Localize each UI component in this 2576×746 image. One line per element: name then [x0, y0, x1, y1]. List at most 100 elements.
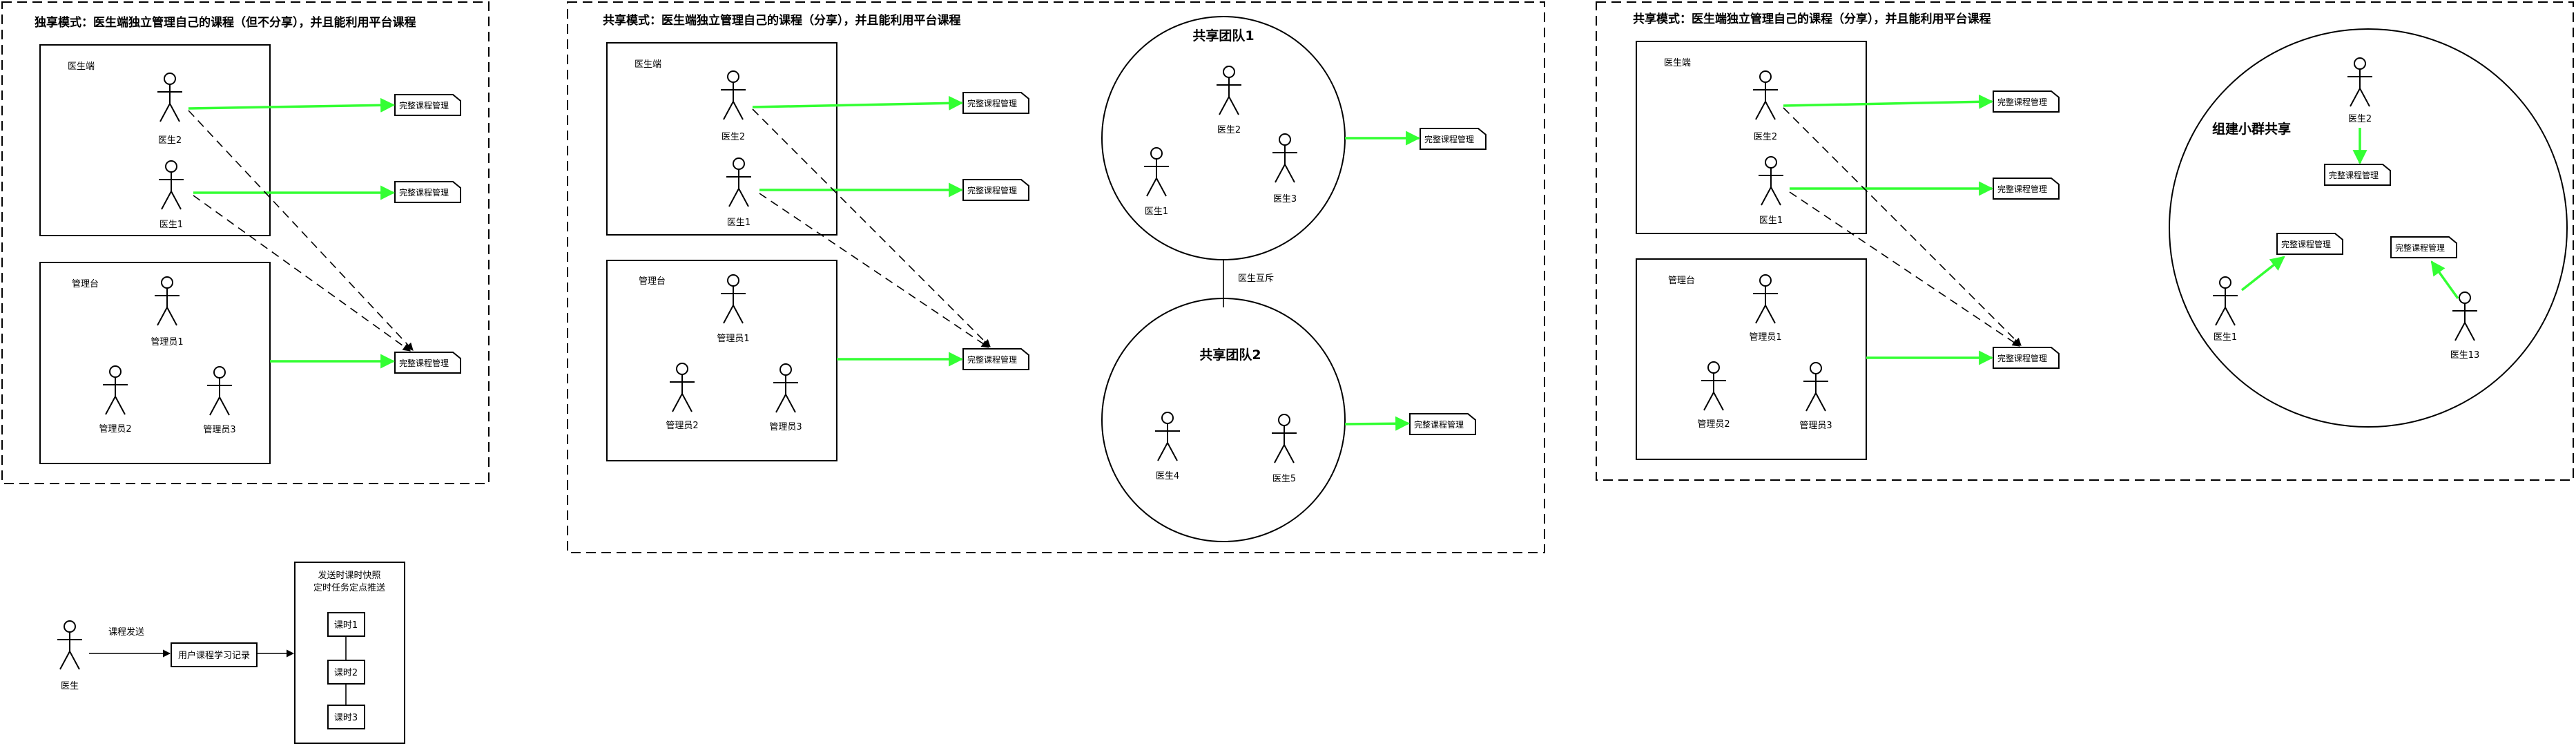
svg-text:完整课程管理: 完整课程管理: [399, 358, 449, 368]
doctor2-label: 医生2: [722, 132, 745, 142]
panel-shared-border: [567, 1, 1545, 553]
mutual-label: 医生互斥: [1238, 274, 1274, 284]
doctor-side-box: [39, 44, 271, 236]
shared-team2-circle: [1101, 298, 1346, 542]
admin3-actor-icon: [1803, 362, 1829, 412]
course-note-p1-a: 完整课程管理: [394, 94, 461, 116]
admin1-label: 管理员1: [151, 337, 183, 347]
dashed-p3-doctor2: [1783, 107, 2022, 346]
doctor2-label: 医生2: [158, 135, 182, 146]
svg-text:完整课程管理: 完整课程管理: [2395, 242, 2445, 253]
lesson3-box: [327, 705, 365, 729]
admin1-label: 管理员1: [1749, 332, 1781, 343]
course-note-p3-a: 完整课程管理: [1993, 90, 2060, 113]
svg-text:完整课程管理: 完整课程管理: [2281, 239, 2331, 249]
small-group-title: 组建小群共享: [2212, 121, 2291, 137]
doctor2-actor-icon: [157, 73, 183, 122]
team1-title: 共享团队1: [1192, 28, 1254, 44]
admin3-label: 管理员3: [1799, 421, 1832, 431]
panel-exclusive-border: [1, 1, 490, 484]
doctor1-actor-icon: [2212, 276, 2238, 326]
svg-text:完整课程管理: 完整课程管理: [967, 98, 1017, 108]
course-send-flow: 医生 课程发送 用户课程学习记录 发送时课时快照 定时任务定点推送 课时1 课时…: [57, 562, 405, 744]
arrow-p1-doctor2: [188, 97, 396, 113]
svg-text:完整课程管理: 完整课程管理: [967, 185, 1017, 195]
schedule-line2: 定时任务定点推送: [313, 582, 385, 593]
doctor5-actor-icon: [1271, 414, 1297, 463]
doctor5-label: 医生5: [1272, 474, 1296, 484]
small-group-circle: [2169, 28, 2568, 428]
course-note-team1: 完整课程管理: [1420, 128, 1486, 150]
user-record-box: [171, 642, 258, 667]
dashed-p3-doctor1: [1789, 191, 2020, 347]
lesson3-label: 课时3: [334, 713, 358, 723]
team2-title: 共享团队2: [1199, 347, 1261, 363]
schedule-box: [294, 562, 405, 744]
course-note-p1-c: 完整课程管理: [394, 352, 461, 374]
admin3-label: 管理员3: [769, 422, 802, 432]
admin2-actor-icon: [1701, 361, 1727, 411]
course-note-p1-b: 完整课程管理: [394, 181, 461, 203]
lesson2-label: 课时2: [334, 668, 358, 678]
doctor1-label: 医生1: [727, 218, 750, 228]
doctor2-actor-icon: [1752, 70, 1779, 120]
admin1-actor-icon: [1752, 274, 1779, 324]
svg-text:完整课程管理: 完整课程管理: [1414, 419, 1464, 430]
schedule-line1: 发送时课时快照: [318, 570, 380, 581]
dashed-p1-doctor2: [188, 110, 414, 351]
doctor4-label: 医生4: [1156, 471, 1179, 481]
doctor-side-label: 医生端: [635, 59, 661, 70]
doctor3-label: 医生3: [1273, 194, 1297, 204]
course-note-p3-b: 完整课程管理: [1993, 178, 2060, 200]
doctor1-actor-icon: [158, 160, 184, 210]
doctor1-label: 医生1: [159, 220, 183, 230]
doctor1-actor-icon: [1143, 147, 1170, 197]
doctor1-actor-icon: [726, 157, 752, 207]
doctor-side-label: 医生端: [1664, 58, 1691, 68]
course-note-p2-b: 完整课程管理: [962, 179, 1029, 201]
svg-text:完整课程管理: 完整课程管理: [2329, 170, 2379, 180]
lesson1-label: 课时1: [334, 620, 358, 631]
shared-team1-circle: [1101, 16, 1346, 260]
course-note-group-top: 完整课程管理: [2324, 164, 2391, 186]
dashed-p1-doctor1: [193, 195, 411, 352]
arrow-team2: [1344, 416, 1411, 431]
doctor4-actor-icon: [1154, 412, 1181, 461]
admin3-label: 管理员3: [203, 425, 235, 435]
doctor2-label: 医生2: [1754, 132, 1777, 142]
doctor13-label: 医生13: [2450, 350, 2480, 361]
admin-side-label: 管理台: [639, 276, 666, 287]
svg-text:完整课程管理: 完整课程管理: [1997, 184, 2047, 194]
course-note-p2-a: 完整课程管理: [962, 92, 1029, 114]
doctor2-label: 医生2: [1217, 125, 1241, 135]
doctor-side-label: 医生端: [68, 61, 95, 72]
svg-text:完整课程管理: 完整课程管理: [1997, 97, 2047, 107]
svg-text:完整课程管理: 完整课程管理: [399, 100, 449, 111]
doctor1-label: 医生1: [1759, 216, 1783, 226]
course-note-group-left: 完整课程管理: [2276, 233, 2343, 255]
admin1-actor-icon: [720, 274, 746, 324]
arrow-group-doctor13: [2430, 260, 2459, 300]
arrow-p2-doctor2: [752, 95, 964, 111]
doctor2-actor-icon: [1216, 66, 1242, 115]
doctor1-label: 医生1: [1145, 207, 1168, 217]
admin3-actor-icon: [206, 366, 233, 416]
admin2-label: 管理员2: [99, 424, 131, 434]
panel-shared-group-title: 共享模式：医生端独立管理自己的课程（分享），并且能利用平台课程: [1633, 12, 1991, 26]
panel-shared-group-border: [1596, 1, 2574, 481]
panel-shared-title: 共享模式：医生端独立管理自己的课程（分享），并且能利用平台课程: [603, 13, 961, 28]
admin2-actor-icon: [669, 363, 695, 412]
user-record-label: 用户课程学习记录: [178, 650, 250, 661]
doctor3-actor-icon: [1272, 133, 1298, 183]
admin3-actor-icon: [773, 363, 799, 413]
doctor2-actor-icon: [720, 70, 746, 120]
admin1-label: 管理员1: [717, 334, 749, 344]
doctor13-actor-icon: [2452, 291, 2478, 341]
svg-text:完整课程管理: 完整课程管理: [1997, 353, 2047, 363]
admin-side-box: [39, 262, 271, 464]
svg-text:完整课程管理: 完整课程管理: [1424, 134, 1474, 144]
admin2-label: 管理员2: [1697, 419, 1730, 430]
dashed-p2-doctor1: [759, 193, 989, 348]
doctor-side-box: [606, 42, 837, 236]
